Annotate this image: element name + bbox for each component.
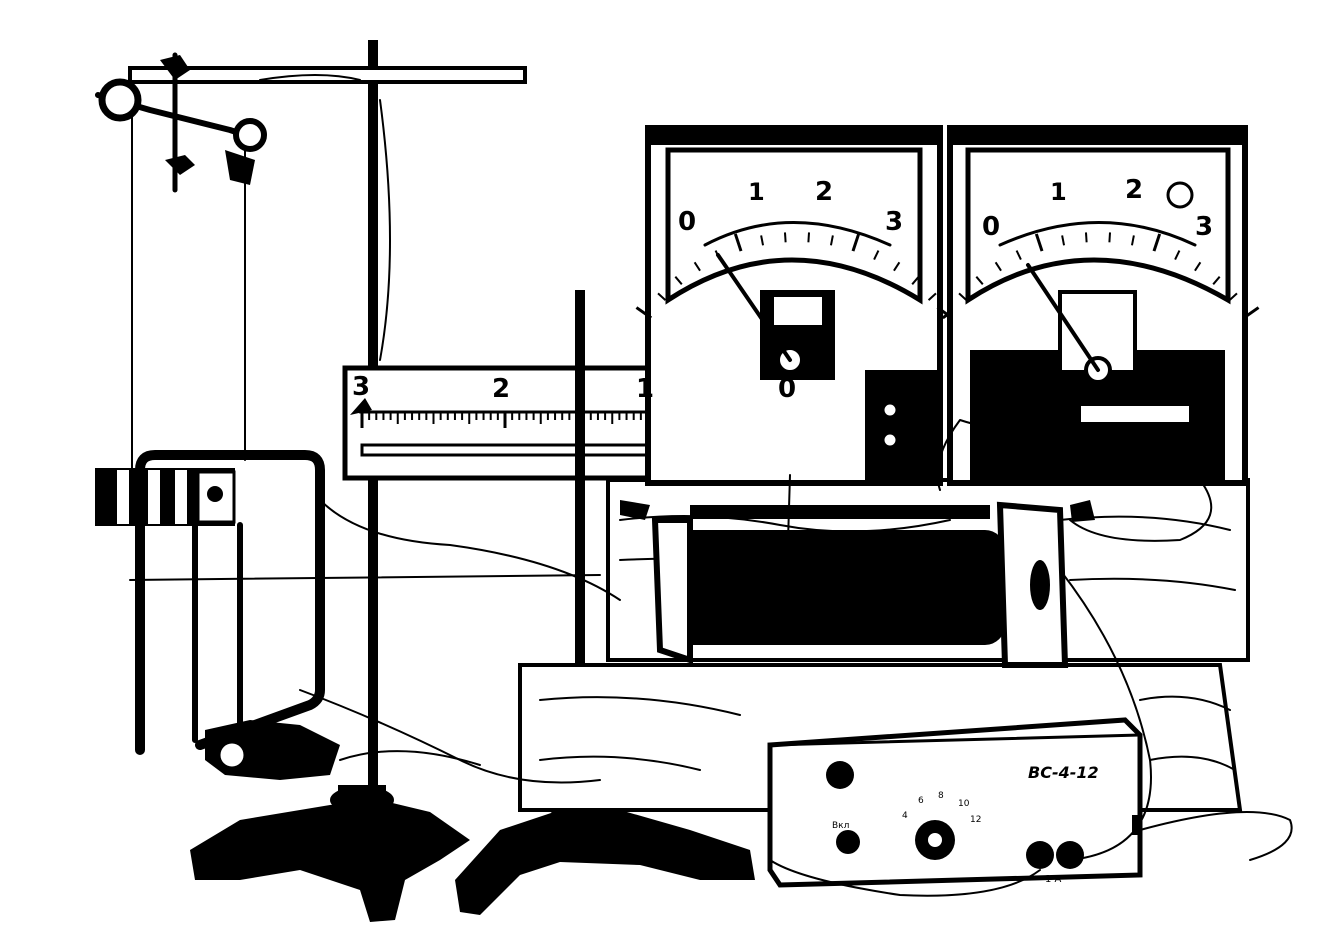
meter-tick	[1212, 276, 1221, 285]
meter-tick	[1152, 233, 1162, 252]
dial-label-12: 12	[970, 815, 981, 825]
meter-tick	[1174, 250, 1181, 260]
meter-tick	[657, 292, 667, 301]
meter-tick	[1061, 235, 1066, 246]
meter-tick	[829, 235, 834, 246]
power-supply-switch-label: Вкл	[832, 821, 849, 831]
meter-tick	[733, 233, 743, 252]
meter-tick	[975, 276, 984, 285]
meter-tick	[1108, 232, 1112, 243]
meter-tick	[1084, 232, 1088, 243]
meter-left-label-0: 0	[678, 207, 696, 237]
meter-tick	[783, 232, 787, 243]
power-supply-model-label: ВС-4-12	[1028, 763, 1099, 782]
meter-tick	[807, 232, 811, 243]
dial-label-8: 8	[938, 791, 944, 801]
meter-tick	[911, 276, 920, 285]
meter-right-label-2: 2	[1125, 175, 1143, 205]
meter-right-label-3: 3	[1195, 212, 1213, 242]
rail-label-0: 0	[778, 374, 796, 404]
meter-tick	[958, 292, 968, 301]
dial-label-4: 4	[902, 811, 908, 821]
meter-tick	[851, 233, 861, 252]
suspended-coil-frame	[95, 450, 340, 780]
meter-tick	[1242, 306, 1260, 320]
meter-tick	[1228, 292, 1238, 301]
meter-tick	[873, 250, 880, 260]
meter-tick	[893, 261, 901, 272]
meter-tick	[1015, 250, 1022, 260]
meter-tick	[994, 261, 1002, 272]
meter-tick	[1194, 261, 1202, 272]
rail-label-2: 2	[492, 374, 510, 404]
power-supply-terminal-label: 1 А	[1045, 874, 1062, 885]
meter-tick	[760, 235, 765, 246]
meter-left	[635, 125, 959, 486]
meter-tick	[927, 292, 937, 301]
meter-right-label-0: 0	[982, 212, 1000, 242]
meter-tick	[936, 306, 954, 320]
meter-tick	[1034, 233, 1044, 252]
meter-right-label-1: 1	[1050, 178, 1067, 206]
meter-tick	[1130, 235, 1135, 246]
power-supply	[767, 717, 1143, 888]
wires	[129, 74, 1293, 897]
meter-left-label-3: 3	[885, 207, 903, 237]
rail-label-1: 1	[636, 374, 654, 404]
dial-label-6: 6	[918, 796, 924, 806]
meter-tick	[674, 276, 683, 285]
meter-tick	[693, 261, 701, 272]
meter-right	[936, 125, 1260, 486]
rheostat	[620, 500, 1095, 668]
meter-left-label-2: 2	[815, 177, 833, 207]
dial-label-10: 10	[958, 799, 970, 809]
meter-tick	[635, 306, 653, 320]
meter-left-label-1: 1	[748, 178, 765, 206]
rail-label-3: 3	[352, 372, 370, 402]
